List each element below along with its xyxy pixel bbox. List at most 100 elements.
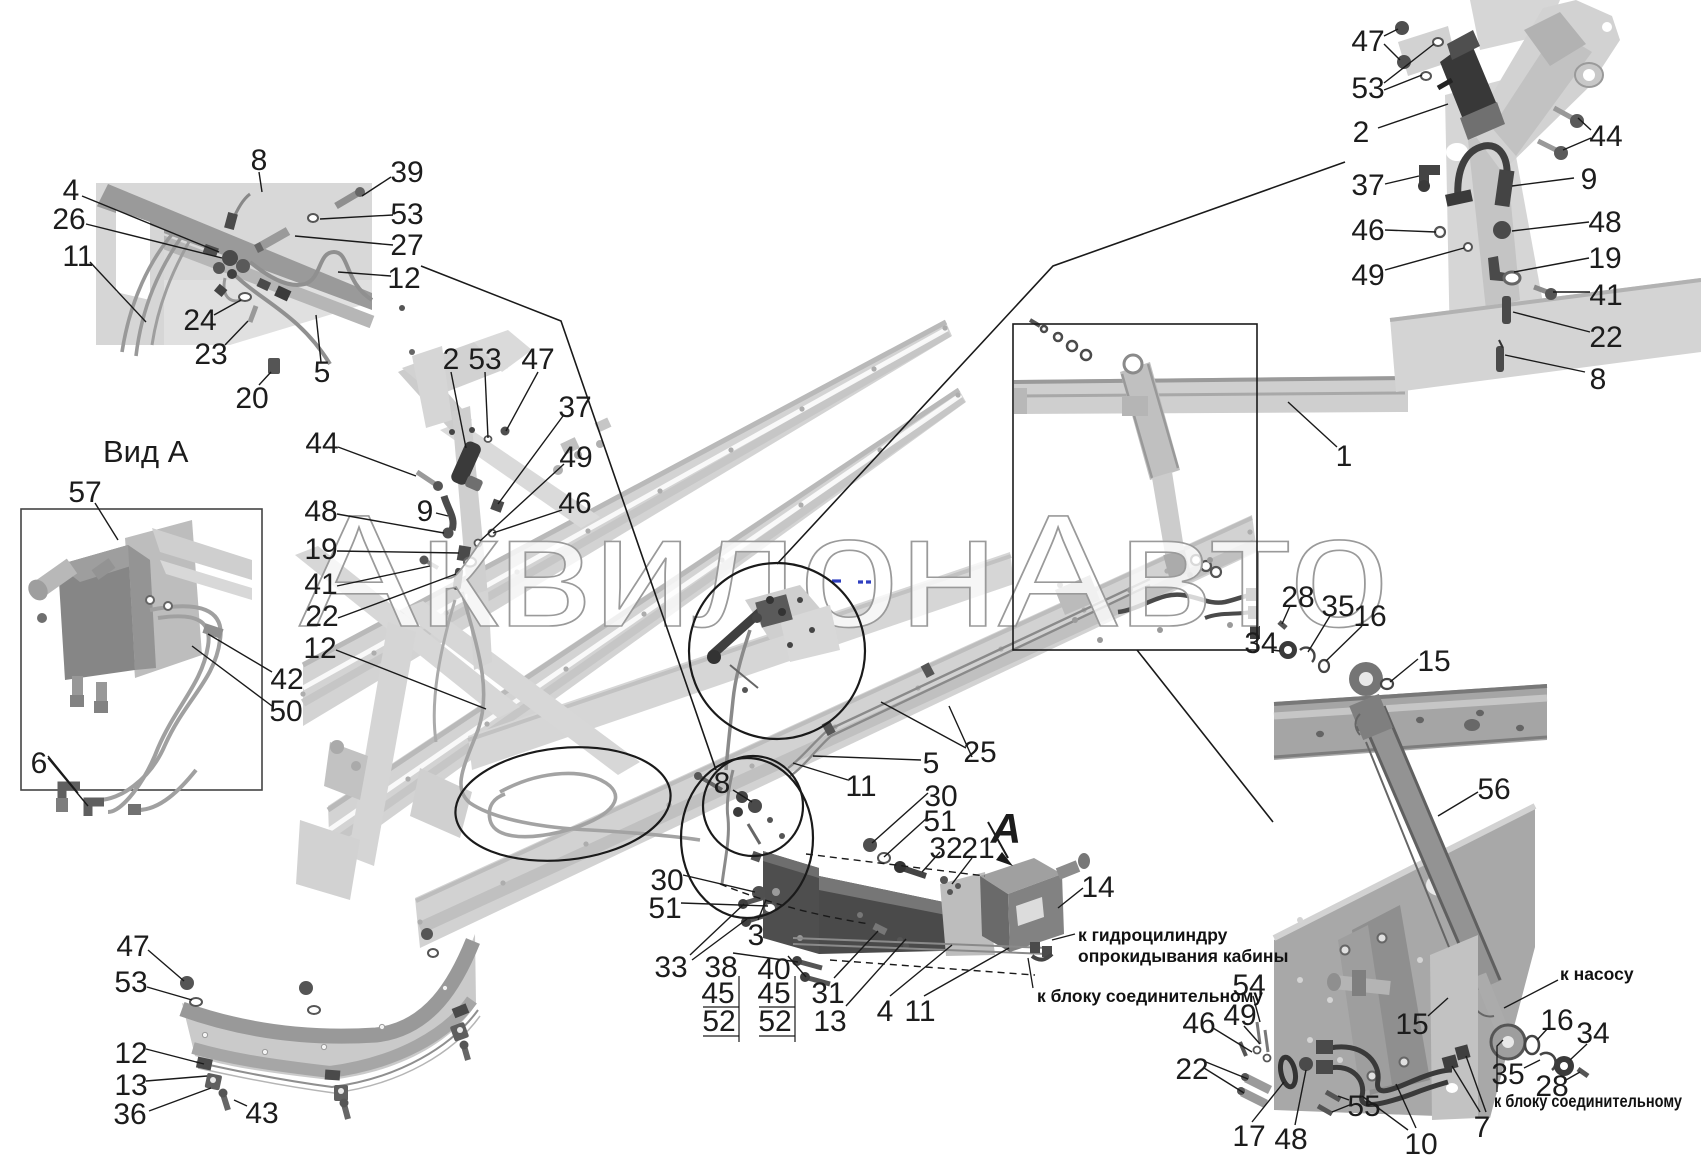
svg-text:8: 8 <box>714 767 731 800</box>
svg-text:АквилонАвто: АквилонАвто <box>299 481 1389 660</box>
svg-text:опрокидывания кабины: опрокидывания кабины <box>1078 946 1288 966</box>
svg-text:28: 28 <box>1535 1070 1568 1103</box>
svg-text:A: A <box>990 805 1021 852</box>
svg-text:22: 22 <box>1175 1053 1208 1086</box>
svg-text:24: 24 <box>183 304 216 337</box>
svg-text:40: 40 <box>757 953 790 986</box>
svg-text:30: 30 <box>924 780 957 813</box>
svg-text:35: 35 <box>1491 1058 1524 1091</box>
svg-text:37: 37 <box>558 391 591 424</box>
svg-text:53: 53 <box>468 343 501 376</box>
svg-text:47: 47 <box>521 343 554 376</box>
svg-text:43: 43 <box>245 1097 278 1130</box>
svg-text:6: 6 <box>31 747 48 780</box>
svg-text:37: 37 <box>1351 169 1384 202</box>
svg-text:56: 56 <box>1477 773 1510 806</box>
svg-text:33: 33 <box>654 951 687 984</box>
svg-text:20: 20 <box>235 382 268 415</box>
svg-text:46: 46 <box>558 487 591 520</box>
svg-text:46: 46 <box>1182 1007 1215 1040</box>
svg-text:15: 15 <box>1417 645 1450 678</box>
svg-text:44: 44 <box>1589 120 1622 153</box>
svg-text:16: 16 <box>1353 600 1386 633</box>
svg-text:54: 54 <box>1232 969 1265 1002</box>
svg-text:к блоку соединительному: к блоку соединительному <box>1037 986 1263 1006</box>
svg-text:49: 49 <box>1351 259 1384 292</box>
svg-text:21: 21 <box>961 832 994 865</box>
svg-text:13: 13 <box>813 1005 846 1038</box>
svg-text:16: 16 <box>1540 1004 1573 1037</box>
svg-text:52: 52 <box>758 1005 791 1038</box>
svg-text:3: 3 <box>748 919 765 952</box>
svg-text:11: 11 <box>845 770 876 803</box>
svg-text:47: 47 <box>116 930 149 963</box>
svg-text:13: 13 <box>114 1069 147 1102</box>
svg-text:51: 51 <box>648 892 681 925</box>
svg-text:49: 49 <box>559 441 592 474</box>
svg-text:14: 14 <box>1081 871 1114 904</box>
svg-text:4: 4 <box>63 174 80 207</box>
svg-text:44: 44 <box>305 427 338 460</box>
svg-text:35: 35 <box>1321 590 1354 623</box>
svg-text:17: 17 <box>1232 1120 1265 1153</box>
svg-text:8: 8 <box>251 144 268 177</box>
svg-text:23: 23 <box>194 338 227 371</box>
svg-text:55: 55 <box>1347 1090 1380 1123</box>
svg-text:5: 5 <box>314 356 331 389</box>
svg-text:32: 32 <box>929 832 962 865</box>
svg-text:12: 12 <box>114 1037 147 1070</box>
svg-text:50: 50 <box>269 695 302 728</box>
svg-text:48: 48 <box>1588 206 1621 239</box>
svg-text:12: 12 <box>303 632 336 665</box>
svg-text:к насосу: к насосу <box>1560 964 1634 984</box>
svg-text:1: 1 <box>1336 440 1353 473</box>
svg-text:к гидроцилиндру: к гидроцилиндру <box>1078 925 1228 945</box>
svg-text:4: 4 <box>877 995 894 1028</box>
svg-text:31: 31 <box>811 977 844 1010</box>
svg-text:53: 53 <box>1351 72 1384 105</box>
svg-text:7: 7 <box>1474 1111 1491 1144</box>
svg-text:48: 48 <box>304 495 337 528</box>
svg-text:42: 42 <box>270 663 303 696</box>
svg-text:22: 22 <box>305 600 338 633</box>
svg-text:27: 27 <box>390 229 423 262</box>
svg-text:2: 2 <box>1353 116 1370 149</box>
svg-text:49: 49 <box>1223 999 1256 1032</box>
svg-text:30: 30 <box>650 864 683 897</box>
svg-text:9: 9 <box>1581 163 1598 196</box>
svg-text:53: 53 <box>390 198 423 231</box>
svg-text:12: 12 <box>387 262 420 295</box>
svg-text:19: 19 <box>1588 242 1621 275</box>
svg-text:8: 8 <box>1590 363 1607 396</box>
svg-text:26: 26 <box>52 203 85 236</box>
svg-text:46: 46 <box>1351 214 1384 247</box>
svg-text:34: 34 <box>1244 627 1277 660</box>
svg-text:41: 41 <box>1589 279 1622 312</box>
svg-text:19: 19 <box>304 533 337 566</box>
svg-text:10: 10 <box>1404 1128 1437 1161</box>
svg-text:45: 45 <box>757 977 790 1010</box>
svg-text:25: 25 <box>963 736 996 769</box>
svg-text:9: 9 <box>417 495 434 528</box>
svg-text:34: 34 <box>1576 1017 1609 1050</box>
svg-text:22: 22 <box>1589 321 1622 354</box>
svg-text:48: 48 <box>1274 1123 1307 1156</box>
svg-text:36: 36 <box>113 1098 146 1131</box>
svg-text:5: 5 <box>923 747 940 780</box>
svg-text:41: 41 <box>304 568 337 601</box>
svg-text:57: 57 <box>68 476 101 509</box>
svg-text:28: 28 <box>1281 581 1314 614</box>
svg-text:15: 15 <box>1395 1008 1428 1041</box>
svg-text:11: 11 <box>62 240 93 273</box>
svg-text:38: 38 <box>704 951 737 984</box>
svg-text:51: 51 <box>923 805 956 838</box>
svg-text:11: 11 <box>904 995 935 1028</box>
svg-text:39: 39 <box>390 156 423 189</box>
svg-text:2: 2 <box>443 343 460 376</box>
svg-text:к блоку соединительному: к блоку соединительному <box>1494 1091 1682 1111</box>
svg-text:47: 47 <box>1351 25 1384 58</box>
svg-text:Вид А: Вид А <box>103 434 189 469</box>
svg-text:52: 52 <box>702 1005 735 1038</box>
svg-text:45: 45 <box>701 977 734 1010</box>
svg-text:53: 53 <box>114 966 147 999</box>
